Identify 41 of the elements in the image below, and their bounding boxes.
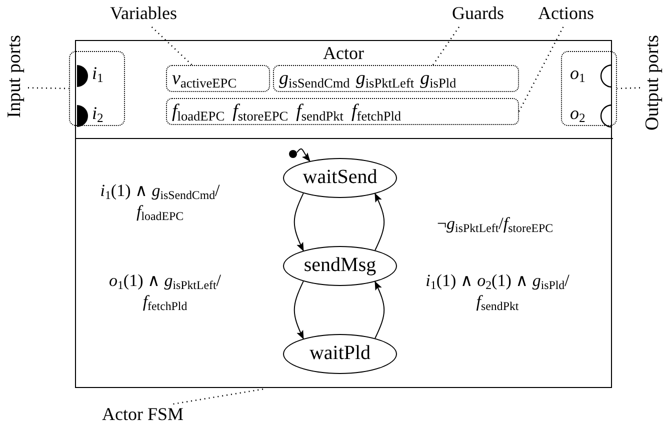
port-label: o$_{1}$ bbox=[570, 63, 586, 84]
variable-label: v$_{activeEPC}$ bbox=[172, 68, 237, 90]
state-label: sendMsg bbox=[304, 254, 376, 277]
edge-label: o$_{1}$(1) ∧ g$_{isPktLeft}$/ f$_{fetchPld}$ bbox=[108, 270, 222, 312]
callout-label: Input ports bbox=[3, 35, 26, 118]
guard-label: g$_{isPld}$ bbox=[420, 68, 456, 90]
guard-label: g$_{isSendCmd}$ bbox=[279, 68, 350, 90]
port-group bbox=[69, 51, 125, 126]
edge-label: i$_{1}$(1) ∧ g$_{isSendCmd}$/ f$_{loadEPC}$ bbox=[99, 180, 221, 222]
callout-label: Actor FSM bbox=[102, 404, 184, 425]
leader-line bbox=[518, 26, 564, 112]
initial-state-dot bbox=[289, 150, 297, 158]
port-label: o$_{2}$ bbox=[570, 103, 586, 124]
action-label: f$_{sendPkt}$ bbox=[296, 100, 344, 122]
callout-label: Actions bbox=[538, 3, 594, 24]
action-group bbox=[166, 98, 519, 125]
guard-group bbox=[273, 65, 519, 92]
transition-arrow bbox=[294, 280, 304, 340]
leader-line bbox=[173, 388, 264, 405]
leader-line bbox=[151, 26, 192, 66]
port-label: i$_{1}$ bbox=[92, 63, 104, 84]
port-label: i$_{2}$ bbox=[92, 103, 104, 124]
callout-label: Variables bbox=[110, 3, 177, 24]
state-label: waitSend bbox=[302, 166, 378, 189]
action-label: f$_{fetchPld}$ bbox=[351, 100, 402, 122]
edge-label: i$_{1}$(1) ∧ o$_{2}$(1) ∧ g$_{isPld}$/ f$_{sendPkt}$ bbox=[424, 270, 570, 312]
leader-line bbox=[432, 26, 460, 66]
transition-arrow bbox=[294, 192, 304, 252]
guard-label: g$_{isPktLeft}$ bbox=[356, 68, 414, 90]
edge-label: ¬g$_{isPktLeft}$/f$_{storeEPC}$ bbox=[436, 213, 554, 234]
transition-arrow bbox=[296, 148, 310, 162]
state-label: waitPld bbox=[309, 342, 371, 365]
port-group bbox=[561, 51, 617, 126]
transition-arrow bbox=[374, 280, 385, 339]
callout-label: Output ports bbox=[641, 35, 664, 131]
action-label: f$_{storeEPC}$ bbox=[232, 100, 288, 122]
actor-title: Actor bbox=[323, 43, 364, 64]
transition-arrow bbox=[374, 192, 385, 251]
variable-group bbox=[166, 65, 270, 92]
action-label: f$_{loadEPC}$ bbox=[172, 100, 225, 122]
callout-label: Guards bbox=[452, 3, 504, 24]
